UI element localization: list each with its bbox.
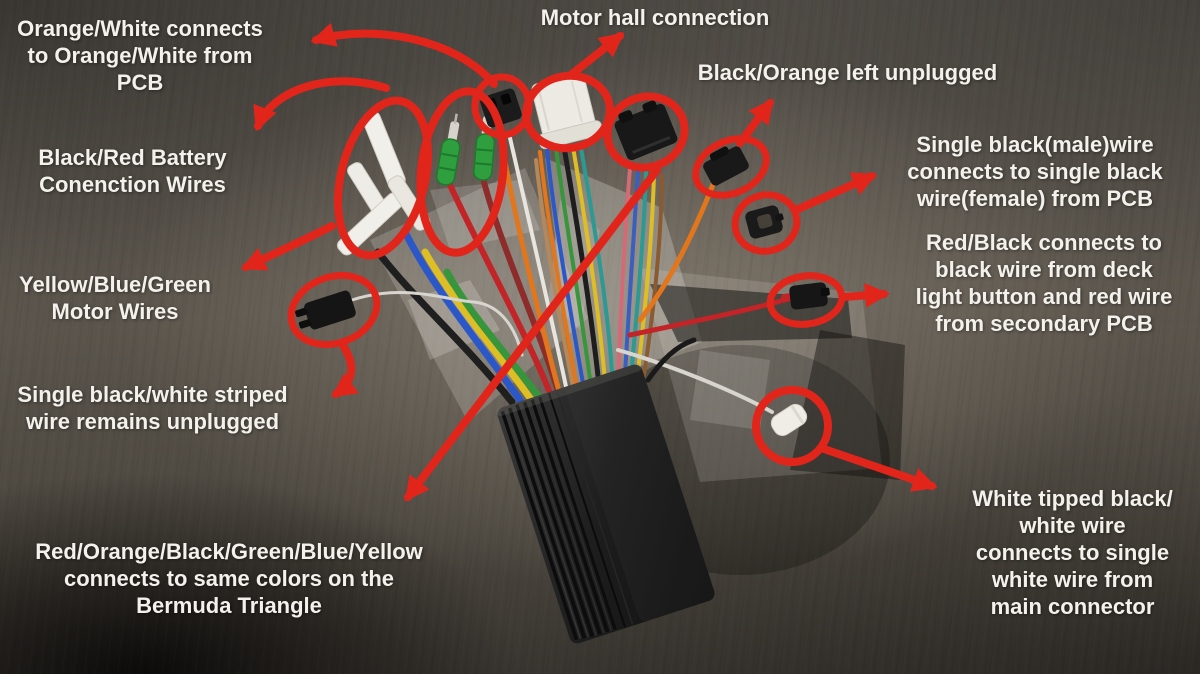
pin-wire-brown: [640, 174, 664, 389]
circle-multi-pin: [603, 92, 689, 172]
label-line: Orange/White connects: [17, 16, 263, 41]
pin-wire-yellow: [634, 172, 656, 390]
label-bermuda-triangle: Red/Orange/Black/Green/Blue/Yellow conne…: [5, 538, 453, 619]
hall-wire-teal: [579, 146, 615, 394]
label-black-orange-unplugged: Black/Orange left unplugged: [660, 59, 1035, 86]
label-line: to Orange/White from: [27, 43, 253, 68]
arrow-orange-white: [310, 22, 498, 88]
white-tipped-wire: [616, 348, 774, 414]
white-wire: [508, 136, 570, 398]
hall-wire-black: [561, 144, 603, 397]
circle-motor-hall: [522, 71, 614, 153]
arrow-black-orange: [736, 98, 774, 147]
circle-single-black: [731, 191, 801, 255]
green-bullet-connectors: [435, 108, 496, 186]
motor-hall-connector: [531, 73, 603, 150]
label-line: from secondary PCB: [935, 311, 1153, 336]
red-annotations: [240, 22, 938, 502]
red-black-connector: [780, 282, 830, 310]
black-wire: [645, 337, 697, 383]
multi-pin-connector: [614, 100, 678, 161]
label-line: Single black(male)wire: [916, 132, 1154, 157]
label-single-black-male: Single black(male)wire connects to singl…: [880, 131, 1190, 212]
label-line: Yellow/Blue/Green: [19, 272, 211, 297]
label-line: wire(female) from PCB: [917, 186, 1153, 211]
label-line: connects to same colors on the: [63, 566, 395, 591]
label-line: Motor hall connection: [540, 5, 770, 30]
arrow-motor-wires: [240, 222, 336, 271]
controller-box: [496, 363, 715, 644]
hall-wire-green: [554, 146, 594, 396]
label-white-tipped: White tipped black/ white wire connects …: [925, 485, 1200, 620]
tan-wire: [534, 158, 577, 399]
label-line: Red/Orange/Black/Green/Blue/Yellow: [35, 539, 423, 564]
label-line: connects to single black: [907, 159, 1163, 184]
black-orange-wire: [637, 179, 717, 323]
arrow-black-red: [253, 77, 390, 132]
white-spade-terminals: [336, 111, 431, 256]
label-yellow-blue-green: Yellow/Blue/Green Motor Wires: [0, 271, 230, 325]
label-line: main connector: [990, 594, 1155, 619]
single-black-male-connector: [745, 205, 784, 239]
label-line: white wire: [1019, 513, 1126, 538]
label-line: White tipped black/: [972, 486, 1173, 511]
heatsink-fins: [500, 390, 634, 641]
hall-wire-orange: [538, 150, 580, 397]
arrow-motor-hall: [568, 32, 625, 78]
circle-green-bullets: [416, 87, 508, 257]
black-white-striped-connector: [295, 290, 356, 330]
label-line: connects to single: [975, 540, 1170, 565]
box-smooth-face: [565, 364, 715, 622]
arrow-white-tipped: [820, 445, 938, 492]
hall-wire-yellow: [571, 145, 608, 395]
label-line: Conenction Wires: [39, 172, 226, 197]
pin-wire-teal: [628, 170, 648, 391]
label-red-black-deck-light: Red/Black connects to black wire from de…: [890, 229, 1198, 337]
label-line: white wire from: [991, 567, 1154, 592]
circle-black-white: [287, 272, 381, 348]
circle-white-tipped: [752, 386, 832, 466]
label-line: Bermuda Triangle: [136, 593, 322, 618]
label-line: Black/Orange left unplugged: [697, 60, 998, 85]
label-line: black wire from deck: [935, 257, 1153, 282]
arrow-bermuda: [404, 166, 661, 502]
black-white-striped-wire: [350, 291, 524, 357]
label-black-white-striped: Single black/white striped wire remains …: [0, 381, 305, 435]
label-orange-white-pcb: Orange/White connects to Orange/White fr…: [2, 15, 278, 96]
motor-wire-green: [443, 268, 549, 409]
label-line: Single black/white striped: [17, 382, 288, 407]
label-line: wire remains unplugged: [25, 409, 280, 434]
label-line: Black/Red Battery: [38, 145, 227, 170]
arrow-red-black: [840, 283, 890, 308]
white-tipped-connector: [770, 403, 808, 437]
label-line: Motor Wires: [51, 299, 179, 324]
black-orange-connector: [703, 146, 749, 186]
label-motor-hall: Motor hall connection: [505, 4, 805, 31]
hall-wire-blue: [545, 148, 587, 397]
label-line: light button and red wire: [915, 284, 1173, 309]
pin-wire-pink: [616, 166, 632, 392]
label-line: Red/Black connects to: [926, 230, 1162, 255]
label-black-red-battery: Black/Red Battery Conenction Wires: [10, 144, 255, 198]
arrow-single-black: [792, 172, 878, 214]
circle-black-orange: [692, 135, 770, 199]
box-top-edge: [496, 363, 642, 417]
label-line: PCB: [116, 70, 164, 95]
battery-wire-red: [447, 182, 555, 401]
motor-wire-yellow: [421, 248, 537, 406]
arrow-black-white: [331, 340, 359, 398]
